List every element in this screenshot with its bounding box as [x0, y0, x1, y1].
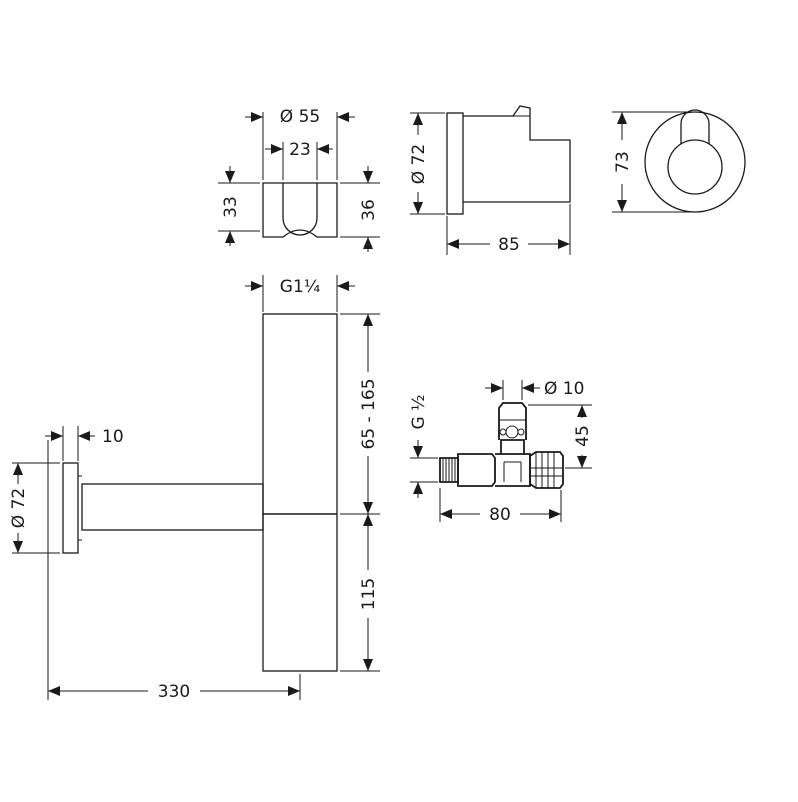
holder-side-view [410, 105, 571, 255]
dim-holder-diameter: Ø 55 [280, 107, 320, 127]
siphon-assembly [12, 275, 380, 700]
dim-holder-right-height: 36 [359, 199, 379, 221]
dim-side-depth: 85 [498, 235, 520, 255]
dim-flange-diameter: Ø 72 [9, 488, 29, 528]
dim-flange-thickness: 10 [102, 427, 124, 447]
dim-valve-outlet-diameter: Ø 10 [544, 379, 584, 399]
dim-valve-length: 80 [489, 505, 511, 525]
dim-rise-range: 65 - 165 [359, 378, 379, 449]
dim-total-length: 330 [158, 682, 190, 702]
holder-front-view [218, 112, 380, 252]
angle-valve [410, 380, 592, 522]
dim-rosette-diameter: 73 [613, 151, 633, 173]
dim-side-diameter: Ø 72 [409, 144, 429, 184]
dim-holder-left-height: 33 [221, 196, 241, 218]
rosette-view [612, 109, 746, 213]
dim-body-height: 115 [359, 578, 379, 610]
dim-valve-thread: G ½ [409, 394, 429, 429]
dim-holder-inner-width: 23 [289, 140, 311, 160]
dim-valve-height: 45 [573, 425, 593, 447]
dim-thread-top: G1¼ [280, 277, 320, 297]
